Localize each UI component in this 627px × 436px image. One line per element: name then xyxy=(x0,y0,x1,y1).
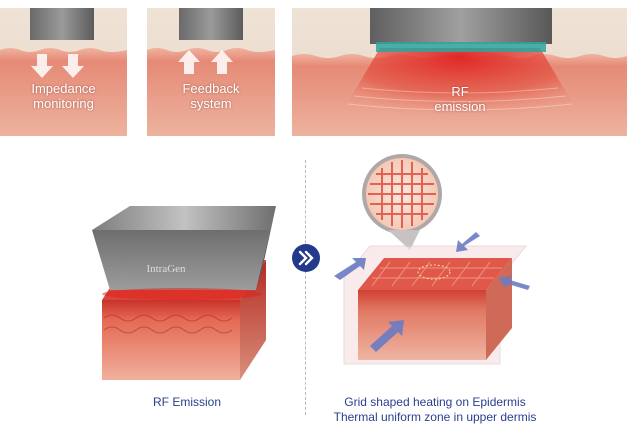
device-brand-label: IntraGen xyxy=(146,263,186,275)
grid-heating-illustration xyxy=(334,154,530,365)
caption-line-epidermis: Grid shaped heating on Epidermis xyxy=(344,395,526,409)
feedback-label: Feedback system xyxy=(182,81,240,111)
rf-emission-panel: RF emission xyxy=(292,8,627,136)
caption-line-dermis: Thermal uniform zone in upper dermis xyxy=(333,410,537,424)
feedback-system-panel: Feedback system xyxy=(147,8,275,136)
device-on-skin-illustration: IntraGen xyxy=(92,206,276,380)
section-divider xyxy=(305,160,306,415)
pressure-arrows xyxy=(334,232,530,352)
impedance-panel-illustration xyxy=(0,8,127,136)
rf-emission-caption: RF Emission xyxy=(152,395,221,409)
impedance-label: Impedance monitoring xyxy=(31,81,96,111)
double-chevron-right-icon xyxy=(298,250,314,266)
impedance-monitoring-panel: Impedance monitoring xyxy=(0,8,127,136)
feedback-panel-illustration xyxy=(147,8,275,136)
down-arrow-icon xyxy=(31,54,84,78)
rf-panel-illustration xyxy=(292,8,627,136)
rf-emission-label: RF emission xyxy=(434,84,486,114)
up-arrow-icon xyxy=(178,50,233,74)
next-arrow-button xyxy=(292,244,320,272)
grid-heating-caption: Grid shaped heating on Epidermis Thermal… xyxy=(300,395,570,425)
grid-pattern xyxy=(368,160,436,228)
